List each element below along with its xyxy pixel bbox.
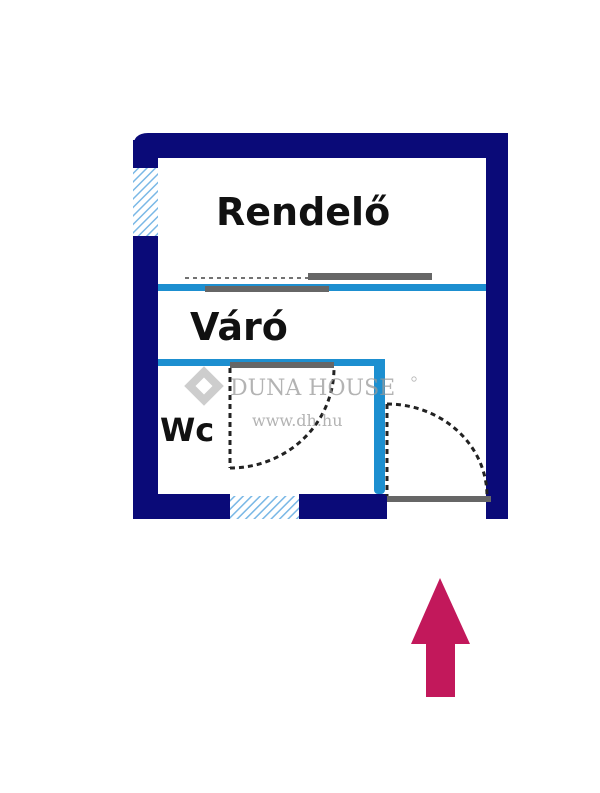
- sliding-door: [185, 273, 432, 292]
- outer-wall-bottom-left: [133, 494, 230, 519]
- arrow-up-icon: [411, 578, 470, 697]
- entrance-door: [385, 402, 491, 502]
- inner-wall-wc-right: [374, 359, 385, 494]
- window-left: [133, 168, 158, 236]
- room-label-varo: Váró: [190, 305, 288, 349]
- outer-wall-right: [486, 133, 508, 519]
- outer-walls: [133, 133, 508, 519]
- room-label-wc: Wc: [160, 411, 214, 449]
- watermark: DUNA HOUSE www.dh.hu: [184, 366, 417, 430]
- wc-door: [228, 362, 336, 470]
- room-label-rendelo: Rendelő: [216, 190, 390, 234]
- window-bottom: [230, 496, 299, 519]
- watermark-url: www.dh.hu: [252, 411, 343, 430]
- outer-wall-bottom-right: [486, 494, 508, 519]
- watermark-brand: DUNA HOUSE: [230, 376, 395, 401]
- diamond-logo-icon: [184, 366, 224, 406]
- outer-wall-top: [133, 133, 508, 158]
- outer-wall-bottom-mid: [299, 494, 387, 519]
